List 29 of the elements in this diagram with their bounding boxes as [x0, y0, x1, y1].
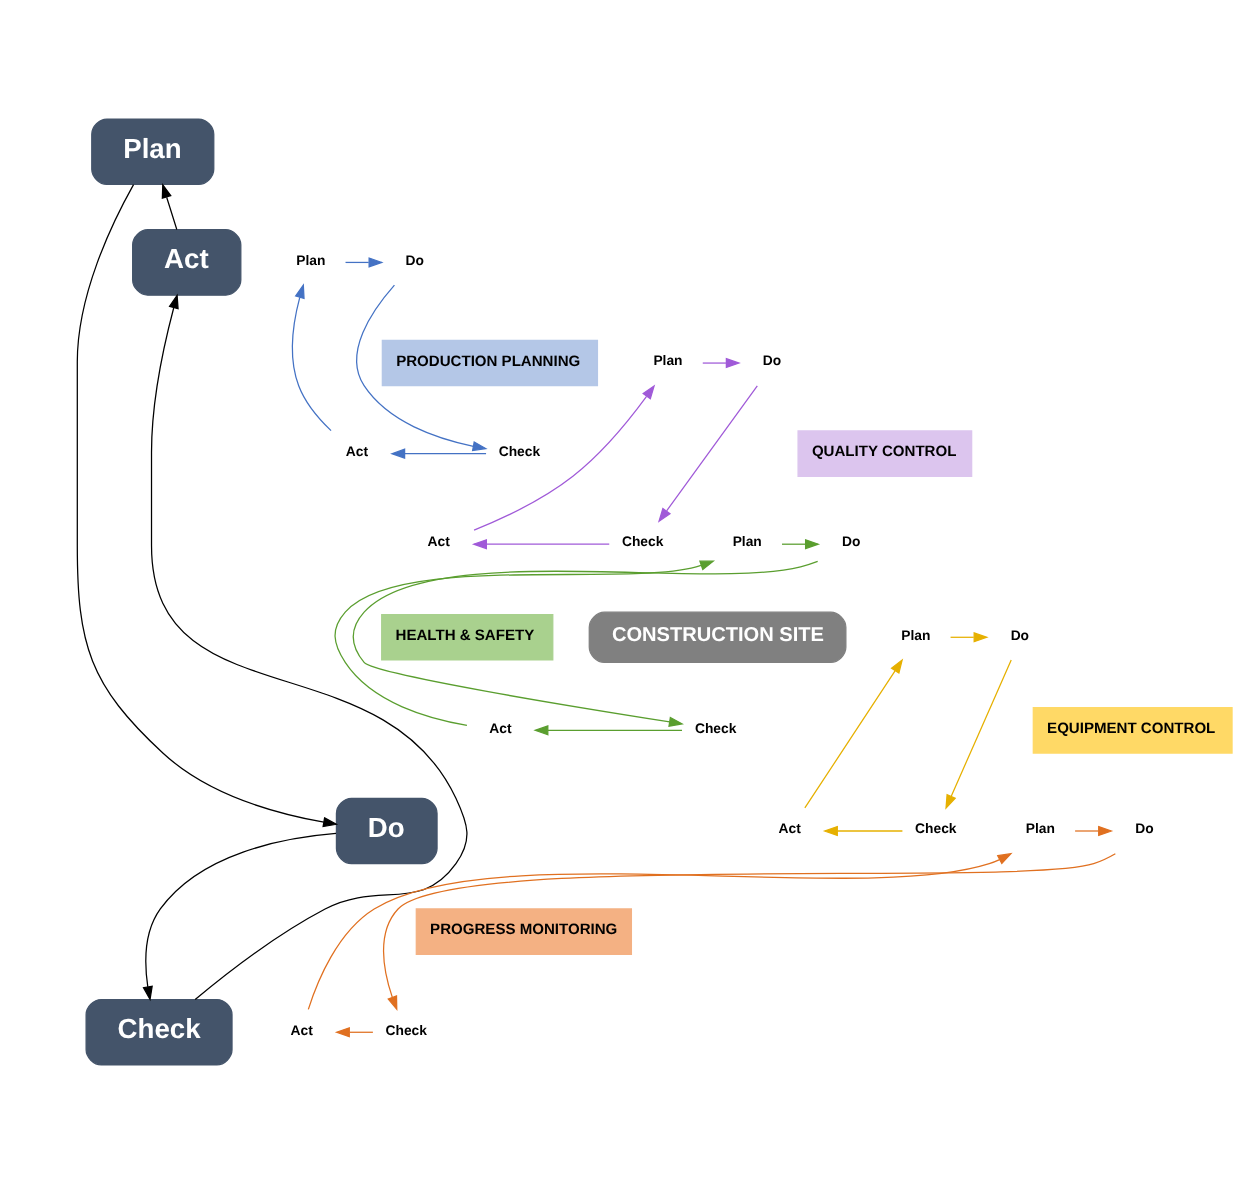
- arrow: [291, 282, 332, 431]
- arrow: [533, 724, 683, 735]
- node-box: Do: [335, 796, 438, 864]
- arrow: [822, 824, 904, 836]
- arrow: [781, 537, 821, 549]
- arrow: [142, 831, 337, 1001]
- node-box: CONSTRUCTION SITE: [588, 610, 847, 663]
- arrow: [471, 537, 610, 549]
- node-box: Check: [85, 997, 233, 1065]
- arrow: [702, 356, 741, 368]
- arrow: [352, 559, 819, 726]
- arrow: [307, 851, 1013, 1009]
- arrow: [945, 658, 1012, 809]
- arrow: [356, 283, 488, 451]
- node-box: Act: [132, 228, 242, 295]
- arrow: [390, 447, 487, 458]
- arrow: [1074, 824, 1114, 836]
- arrow: [76, 183, 339, 827]
- arrow: [949, 631, 989, 642]
- arrow: [334, 1025, 374, 1037]
- arrow: [804, 657, 904, 808]
- arrow: [344, 256, 384, 267]
- arrow: [657, 384, 758, 522]
- arrow: [150, 292, 468, 1000]
- arrow: [334, 559, 716, 725]
- node-box: Plan: [91, 117, 215, 185]
- arrow: [382, 852, 1116, 1011]
- arrow: [161, 182, 178, 230]
- arrow: [473, 383, 656, 530]
